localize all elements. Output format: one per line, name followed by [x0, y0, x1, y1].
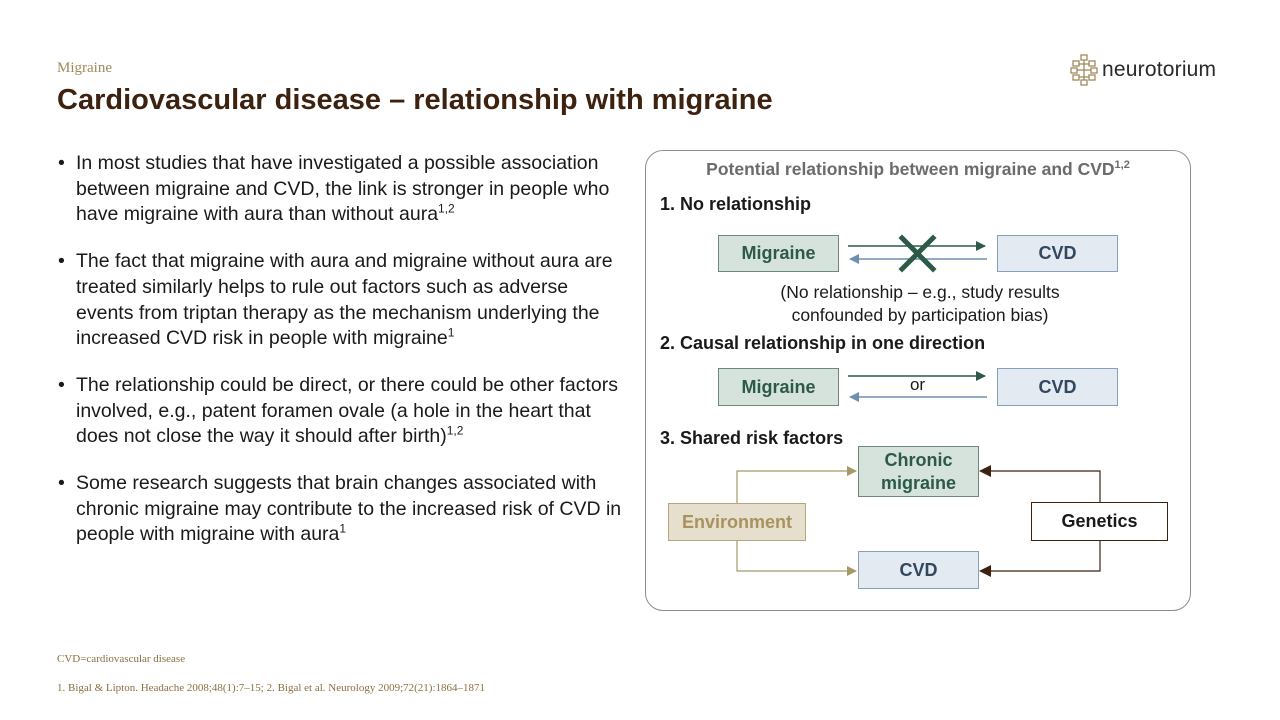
bullet-item: Some research suggests that brain change…: [58, 471, 628, 548]
references-footnote: 1. Bigal & Lipton. Headache 2008;48(1):7…: [57, 682, 486, 694]
bullet-item: The relationship could be direct, or the…: [58, 373, 628, 450]
cross-icon: [898, 234, 937, 273]
section1-heading: 1. No relationship: [660, 194, 812, 214]
page-title: Cardiovascular disease – relationship wi…: [57, 84, 773, 116]
arrow-genetics-to-chronic: [979, 465, 1101, 502]
brain-logo-icon: [1070, 54, 1098, 86]
brand-logo[interactable]: neurotorium: [1070, 54, 1216, 86]
migraine-box-1: Migraine: [718, 235, 839, 272]
bullet-list: In most studies that have investigated a…: [58, 151, 628, 569]
no-relationship-note: (No relationship – e.g., study results c…: [780, 282, 1060, 325]
logo-text: neurotorium: [1102, 58, 1217, 81]
section3-heading: 3. Shared risk factors: [660, 428, 844, 448]
diagram-title: Potential relationship between migraine …: [706, 159, 1130, 179]
abbreviation-footnote: CVD=cardiovascular disease: [57, 653, 186, 665]
arrow-environment-to-chronic: [736, 466, 857, 503]
arrow-genetics-to-cvd: [979, 541, 1101, 577]
migraine-box-2: Migraine: [718, 368, 839, 406]
arrow-environment-to-cvd: [736, 541, 857, 576]
bullet-item: In most studies that have investigated a…: [58, 151, 628, 228]
genetics-box: Genetics: [1031, 502, 1168, 541]
section2-heading: 2. Causal relationship in one direction: [660, 333, 986, 353]
cvd-box-2: CVD: [997, 368, 1118, 406]
or-label: or: [909, 375, 926, 394]
diagram-panel: [645, 150, 1191, 611]
environment-box: Environment: [668, 503, 806, 541]
cvd-box-1: CVD: [997, 235, 1118, 272]
section-label: Migraine: [57, 60, 112, 76]
cvd-box-3: CVD: [858, 551, 979, 589]
bullet-item: The fact that migraine with aura and mig…: [58, 249, 628, 352]
